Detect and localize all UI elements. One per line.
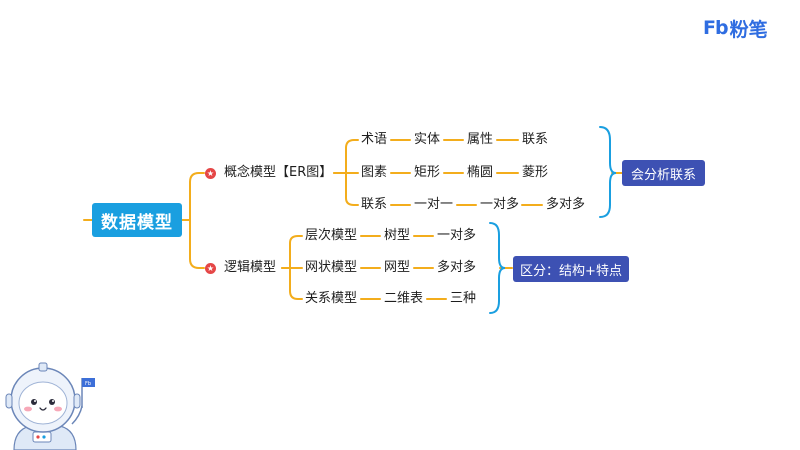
brace-branch2 (489, 222, 506, 314)
node-three-kinds: 三种 (450, 291, 477, 306)
node-entity: 实体 (414, 132, 441, 147)
summary-branch1: 会分析联系 (622, 160, 705, 186)
node-network: 网型 (384, 260, 411, 275)
connector-branch1-row1 (333, 139, 359, 174)
node-2d-table: 二维表 (384, 291, 424, 306)
node-hierarchical-model: 层次模型 (305, 228, 358, 243)
connector-root-branch2 (181, 219, 205, 269)
node-relational-model: 关系模型 (305, 291, 358, 306)
root-node: 数据模型 (92, 203, 182, 237)
astronaut-mascot-icon: Fb (5, 362, 95, 450)
node-figure: 图素 (361, 165, 388, 180)
connector-branch1-row3 (345, 172, 359, 206)
connector-branch2-row1 (281, 235, 303, 269)
node-term: 术语 (361, 132, 388, 147)
brand-mark: Fb (703, 17, 729, 39)
node-attribute: 属性 (467, 132, 494, 147)
star-badge-icon: ★ (205, 168, 216, 179)
connector-branch2-row3 (289, 267, 303, 300)
node-many-to-many: 多对多 (437, 260, 477, 275)
node-one-to-many: 一对多 (480, 197, 520, 212)
connector-root-branch1 (181, 172, 205, 221)
branch-label: 概念模型【ER图】 (224, 165, 333, 180)
node-ellipse: 椭圆 (467, 165, 494, 180)
brand-logo: Fb 粉笔 (703, 16, 768, 41)
node-tree: 树型 (384, 228, 411, 243)
fb-flag-icon (82, 378, 95, 387)
summary-branch2: 区分：结构+特点 (513, 256, 629, 282)
node-network-model: 网状模型 (305, 260, 358, 275)
brand-name: 粉笔 (729, 18, 768, 41)
node-relationship: 联系 (522, 132, 549, 147)
node-relation: 联系 (361, 197, 388, 212)
branch-label: 逻辑模型 (224, 260, 277, 275)
svg-text:Fb: Fb (85, 381, 91, 387)
node-diamond: 菱形 (522, 165, 549, 180)
node-one-to-many: 一对多 (437, 228, 477, 243)
node-one-to-one: 一对一 (414, 197, 454, 212)
brace-branch1 (599, 126, 617, 218)
node-many-to-many: 多对多 (546, 197, 586, 212)
star-badge-icon: ★ (205, 263, 216, 274)
node-rectangle: 矩形 (414, 165, 441, 180)
